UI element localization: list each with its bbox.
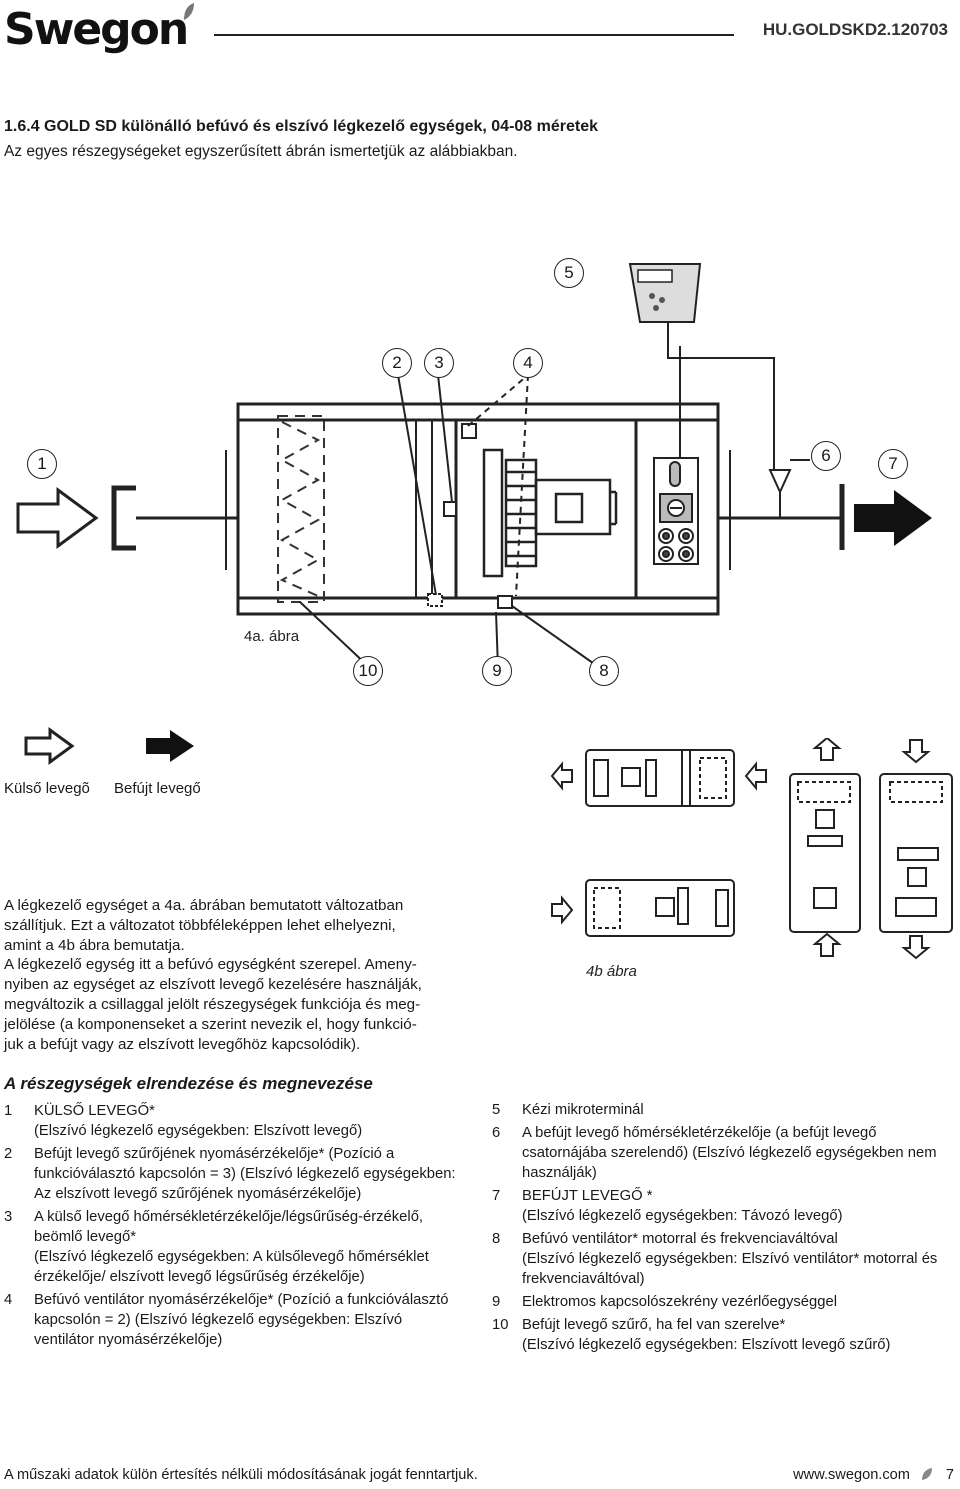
leaf-icon	[922, 1468, 932, 1480]
unit-casing	[225, 402, 731, 616]
description-paragraph: A légkezelő egységet a 4a. ábrában bemut…	[4, 896, 464, 1054]
paragraph-line: juk a befújt vagy az elszívott levegőhöz…	[4, 1035, 361, 1053]
paragraph-line: A légkezelő egység itt a befúvó egységké…	[4, 956, 417, 974]
unit-vertical-b	[879, 773, 953, 933]
footer-disclaimer: A műszaki adatok külön értesítés nélküli…	[4, 1467, 478, 1483]
figure-4a-caption: 4a. ábra	[244, 628, 300, 645]
paragraph-line: A légkezelő egységet a 4a. ábrában bemut…	[4, 897, 404, 914]
header-rule	[214, 34, 734, 36]
callout-1: 1	[27, 449, 57, 479]
fan	[482, 448, 618, 578]
supply-air-arrow	[854, 490, 932, 546]
swegon-logo: Swegon	[4, 4, 189, 55]
paragraph-line: szállítjuk. Ezt a változatot többfélekép…	[4, 916, 396, 934]
website-text[interactable]: www.swegon.com	[793, 1467, 910, 1483]
hand-terminal	[628, 263, 702, 323]
document-code: HU.GOLDSKD2.120703	[762, 20, 948, 39]
leader-lines	[58, 346, 681, 669]
inlet-bracket	[111, 485, 136, 551]
unit-horizontal-a	[585, 749, 735, 807]
plate	[415, 419, 433, 599]
page-number: 7	[945, 1467, 954, 1483]
figure-4b-diagram	[550, 738, 953, 960]
leaf-icon	[184, 3, 194, 20]
legend-supply-air: Befújt levegő	[114, 780, 201, 797]
intro-text: Az egyes részegységeket egyszerűsített á…	[4, 143, 518, 160]
unit-vertical-a	[789, 773, 861, 933]
outdoor-air-arrow	[16, 487, 99, 549]
section-heading: 1.6.4 GOLD SD különálló befúvó és elszív…	[4, 118, 599, 135]
callout-3: 3	[424, 348, 454, 378]
sensor-3	[443, 501, 457, 517]
terminal-cable	[667, 322, 775, 470]
callout-5: 5	[554, 258, 584, 288]
figure-4a-diagram	[16, 263, 932, 669]
callout-6: 6	[811, 441, 841, 471]
unit-horizontal-b	[585, 879, 735, 937]
paragraph-line: jelölése (a komponenseket a szerint neve…	[4, 1015, 417, 1033]
callout-4: 4	[513, 348, 543, 378]
callout-9: 9	[482, 656, 512, 686]
legend-outdoor-air: Külső levegõ	[4, 780, 90, 797]
outdoor-air-legend-icon	[24, 727, 75, 765]
paragraph-line: amint a 4b ábra bemutatja.	[4, 936, 185, 954]
paragraph-line: nyiben az egységet az elszívott levegő k…	[4, 976, 422, 994]
figure-4b-caption: 4b ábra	[586, 963, 637, 980]
filter-box	[277, 415, 325, 603]
temp-sensor-6	[768, 469, 792, 495]
motor-plate	[497, 595, 513, 609]
callout-2: 2	[382, 348, 412, 378]
legend-arrows	[24, 727, 194, 765]
callout-7: 7	[878, 449, 908, 479]
callout-10: 10	[353, 656, 383, 686]
parts-section-title: A részegységek elrendezése és megnevezés…	[4, 1074, 373, 1093]
supply-air-legend-icon	[146, 730, 194, 762]
callout-8: 8	[589, 656, 619, 686]
control-panel	[653, 457, 699, 565]
sensor-2	[427, 593, 443, 607]
footer-website-link[interactable]: www.swegon.com	[793, 1467, 934, 1483]
paragraph-line: megváltozik a csillaggal jelölt részegys…	[4, 995, 421, 1013]
